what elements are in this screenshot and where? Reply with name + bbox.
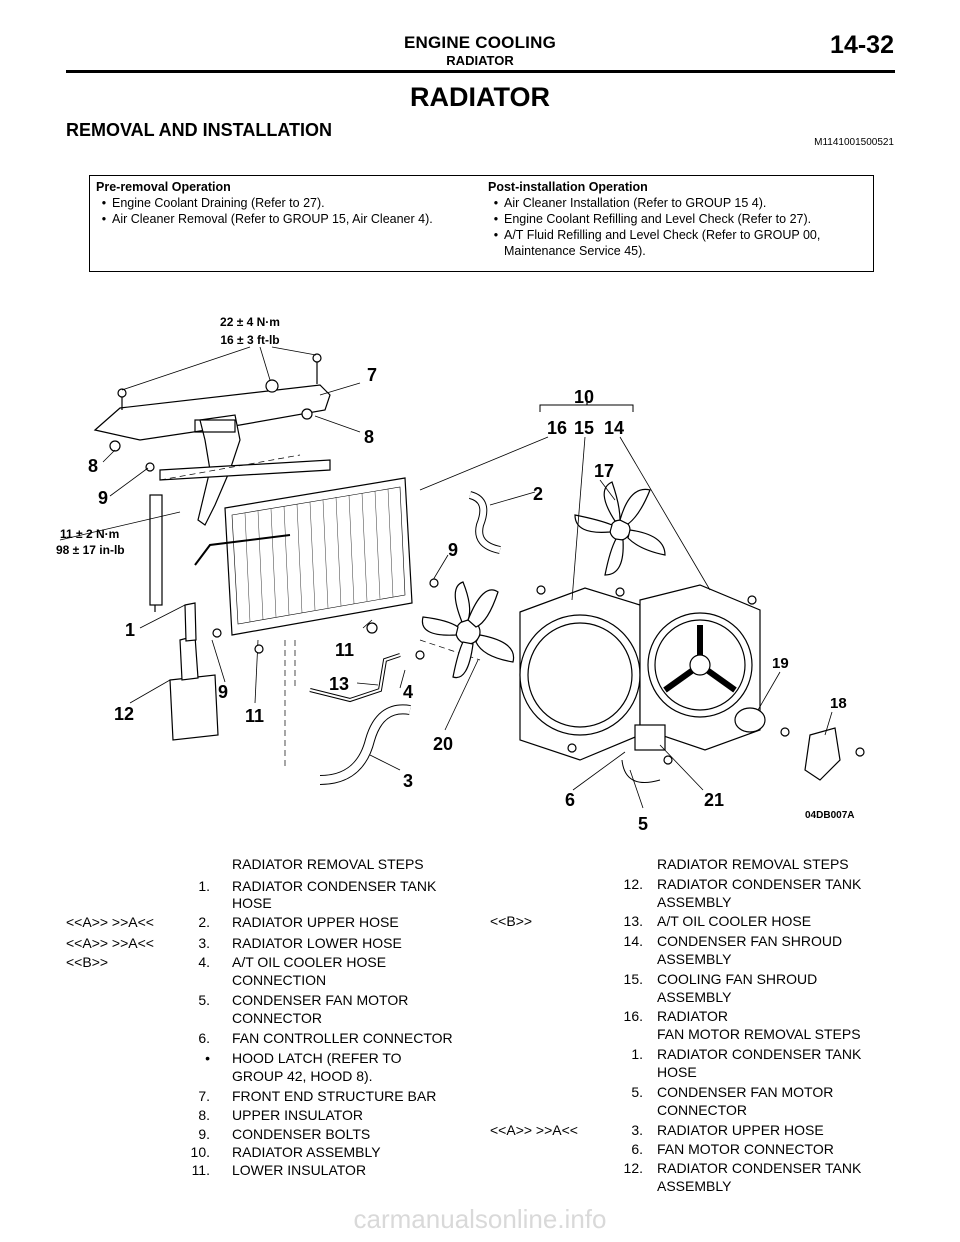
step-row: 14.CONDENSER FAN SHROUD (623, 933, 843, 949)
callout-label: 8 (88, 456, 98, 476)
removal-steps-right: RADIATOR REMOVAL STEPS 12.RADIATOR CONDE… (490, 856, 910, 1196)
steps-heading: RADIATOR REMOVAL STEPS (232, 856, 424, 872)
pre-removal-heading: Pre-removal Operation (96, 180, 231, 194)
step-row: 5.CONDENSER FAN MOTOR (198, 992, 409, 1008)
pre-removal-item: •Engine Coolant Draining (Refer to 27). (101, 196, 325, 210)
callout-label: 6 (565, 790, 575, 810)
step-row: ASSEMBLY (657, 894, 732, 910)
callout-label: 14 (604, 418, 624, 438)
step-row: GROUP 42, HOOD 8). (232, 1068, 373, 1084)
step-row: 16.RADIATOR (623, 1008, 729, 1024)
step-row: 6.FAN CONTROLLER CONNECTOR (198, 1030, 453, 1046)
callout-label: 4 (403, 682, 413, 702)
step-row: ASSEMBLY (657, 1178, 732, 1194)
step-row: 12.RADIATOR CONDENSER TANK (623, 1160, 862, 1176)
step-row: ASSEMBLY (657, 951, 732, 967)
callout-label: 20 (433, 734, 453, 754)
callout-label: 7 (367, 365, 377, 385)
step-row: CONNECTION (232, 972, 327, 988)
document-id: M1141001500521 (814, 137, 894, 148)
step-row: <<A>> >>A<<2.RADIATOR UPPER HOSE (66, 914, 399, 930)
step-row: 9.CONDENSER BOLTS (198, 1126, 371, 1142)
callout-label: 2 (533, 484, 543, 504)
chapter-title: ENGINE COOLING (403, 33, 557, 52)
step-row: <<B>>4.A/T OIL COOLER HOSE (66, 954, 387, 970)
removal-steps-left: RADIATOR REMOVAL STEPS 1.RADIATOR CONDEN… (66, 856, 486, 1196)
step-row: 8.UPPER INSULATOR (198, 1107, 363, 1123)
torque-label-top: 16 ± 3 ft-lb (220, 333, 279, 347)
post-installation-item: •A/T Fluid Refilling and Level Check (Re… (493, 228, 821, 242)
pre-removal-item: •Air Cleaner Removal (Refer to GROUP 15,… (101, 212, 433, 226)
step-row: CONNECTOR (232, 1010, 322, 1026)
post-installation-heading: Post-installation Operation (488, 180, 648, 194)
step-row: 5.CONDENSER FAN MOTOR (631, 1084, 834, 1100)
step-row: CONNECTOR (657, 1102, 747, 1118)
post-installation-item: •Engine Coolant Refilling and Level Chec… (493, 212, 812, 226)
callout-label: 3 (403, 771, 413, 791)
step-row: 15.COOLING FAN SHROUD (623, 971, 818, 987)
step-row: <<A>> >>A<<3.RADIATOR LOWER HOSE (66, 935, 402, 951)
page-number: 14-32 (830, 31, 894, 59)
fan-motor-steps-heading: FAN MOTOR REMOVAL STEPS (657, 1026, 861, 1042)
step-row: 1.RADIATOR CONDENSER TANK (631, 1046, 862, 1062)
callout-label: 18 (830, 695, 847, 712)
step-row: ASSEMBLY (657, 989, 732, 1005)
callout-label: 17 (594, 461, 614, 481)
step-row: 11.LOWER INSULATOR (191, 1162, 367, 1178)
step-row: HOSE (232, 895, 272, 911)
callout-label: 9 (98, 488, 108, 508)
step-row: 7.FRONT END STRUCTURE BAR (198, 1088, 437, 1104)
operations-table: Pre-removal Operation •Engine Coolant Dr… (89, 175, 874, 272)
callout-label: 9 (448, 540, 458, 560)
section-heading: REMOVAL AND INSTALLATION (66, 120, 332, 140)
figure-code: 04DB007A (805, 810, 854, 821)
callout-label: 1 (125, 620, 135, 640)
callout-label: 10 (574, 387, 594, 407)
step-row: <<A>> >>A<<3.RADIATOR UPPER HOSE (490, 1122, 824, 1138)
chapter-subtitle: RADIATOR (446, 53, 514, 68)
callout-label: 8 (364, 427, 374, 447)
watermark: carmanualsonline.info (353, 1204, 607, 1234)
callout-label: 9 (218, 682, 228, 702)
callout-label: 11 (335, 640, 354, 660)
torque-label-left: 11 ± 2 N·m (60, 527, 119, 541)
step-row: 6.FAN MOTOR CONNECTOR (631, 1141, 834, 1157)
pre-removal-column: Pre-removal Operation •Engine Coolant Dr… (96, 180, 481, 227)
step-row: 1.RADIATOR CONDENSER TANK (198, 878, 437, 894)
callout-label: 11 (245, 706, 264, 726)
callout-label: 5 (638, 814, 648, 834)
exploded-view-diagram: 22 ± 4 N·m 16 ± 3 ft-lb 11 ± 2 N·m 98 ± … (56, 315, 865, 834)
step-row: •HOOD LATCH (REFER TO (205, 1050, 402, 1066)
callout-label: 13 (329, 674, 349, 694)
step-row: <<B>>13.A/T OIL COOLER HOSE (490, 913, 812, 929)
callout-label: 21 (704, 790, 724, 810)
step-row: 12.RADIATOR CONDENSER TANK (623, 876, 862, 892)
callout-label: 15 (574, 418, 594, 438)
step-row: HOSE (657, 1064, 697, 1080)
post-installation-item: •Air Cleaner Installation (Refer to GROU… (493, 196, 767, 210)
callout-label: 19 (772, 655, 789, 672)
callout-label: 12 (114, 704, 134, 724)
step-row: 10.RADIATOR ASSEMBLY (190, 1144, 381, 1160)
post-installation-column: Post-installation Operation •Air Cleaner… (488, 180, 868, 259)
torque-label-left: 98 ± 17 in-lb (56, 543, 125, 557)
callout-label: 16 (547, 418, 567, 438)
page-title: RADIATOR (410, 82, 550, 112)
post-installation-item: Maintenance Service 45). (504, 244, 646, 258)
steps-heading: RADIATOR REMOVAL STEPS (657, 856, 849, 872)
header-rule (66, 70, 895, 73)
torque-label-top: 22 ± 4 N·m (220, 315, 280, 329)
